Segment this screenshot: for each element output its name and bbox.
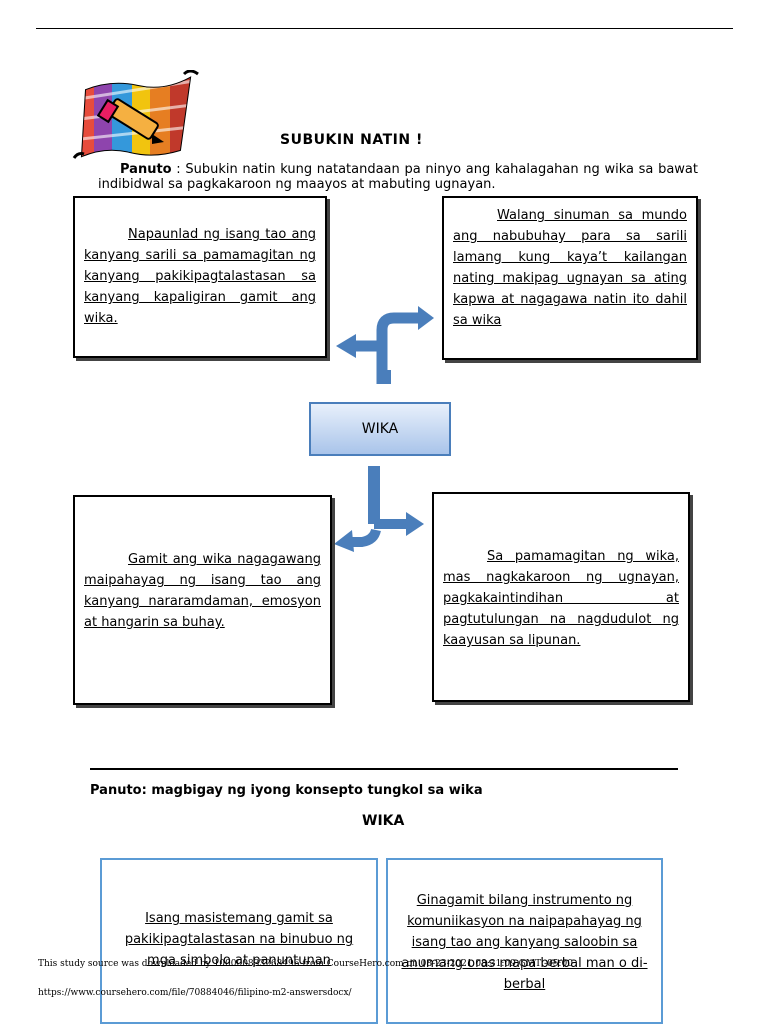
concept-right-text: Ginagamit bilang instrumento ng komuniik… (398, 890, 651, 995)
upper-branch-arrow (330, 300, 440, 388)
bottom-left-text: Gamit ang wika nagagawang maipahayag ng … (84, 549, 321, 633)
bottom-left-box: Gamit ang wika nagagawang maipahayag ng … (73, 495, 332, 705)
instruction-text: : Subukin natin kung natatandaan pa niny… (98, 162, 698, 192)
concept-box-left: Isang masistemang gamit sa pakikipagtala… (100, 858, 378, 1024)
section-rule (90, 768, 678, 770)
instruction-label: Panuto (120, 162, 172, 177)
top-left-text: Napaunlad ng isang tao ang kanyang saril… (84, 224, 316, 329)
instruction-paragraph: Panuto : Subukin natin kung natatandaan … (98, 162, 698, 192)
source-url: https://www.coursehero.com/file/70884046… (38, 988, 352, 998)
concept-box-right: Ginagamit bilang instrumento ng komuniik… (386, 858, 663, 1024)
bottom-right-box: Sa pamamagitan ng wika, mas nagkakaroon … (432, 492, 690, 702)
top-left-box: Napaunlad ng isang tao ang kanyang saril… (73, 196, 327, 358)
top-right-text: Walang sinuman sa mundo ang nabubuhay pa… (453, 205, 687, 331)
section2-heading: WIKA (362, 813, 404, 829)
top-right-box: Walang sinuman sa mundo ang nabubuhay pa… (442, 196, 698, 360)
page-title: SUBUKIN NATIN ! (280, 132, 423, 148)
section2-instruction: Panuto: magbigay ng iyong konsepto tungk… (90, 783, 483, 798)
top-rule (36, 28, 733, 29)
center-wika-box: WIKA (309, 402, 451, 456)
bottom-right-text: Sa pamamagitan ng wika, mas nagkakaroon … (443, 546, 679, 651)
lower-branch-arrow (332, 464, 432, 554)
pencil-banner-icon (72, 70, 200, 160)
source-footer: This study source was downloaded by 1000… (38, 959, 573, 969)
